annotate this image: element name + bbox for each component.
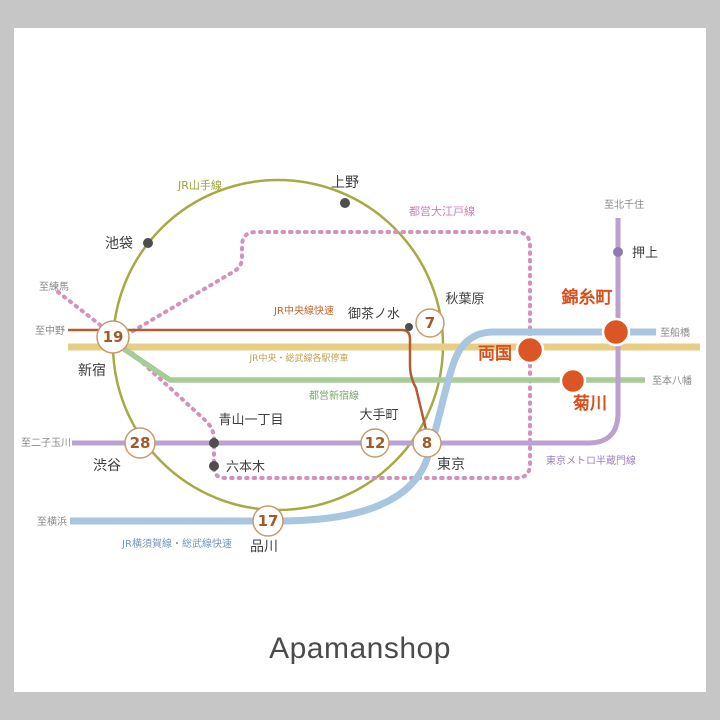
- minutes-badge-otemachi: 12: [365, 434, 386, 452]
- chuo-rapid-line: [68, 328, 429, 435]
- shinjuku-station-label: 新宿: [78, 362, 106, 379]
- direction-label-nakano: 至中野: [35, 324, 65, 337]
- minutes-badge-akihabara: 7: [425, 314, 435, 332]
- ueno-station-dot: [340, 198, 350, 208]
- oedo-line-loop: [119, 230, 532, 480]
- ryogoku-station-marker: [515, 335, 545, 365]
- minutes-badge-shinagawa-circle: [252, 505, 284, 537]
- kinshicho-station-marker: [601, 317, 631, 347]
- kikukawa-station-marker: [559, 367, 587, 395]
- direction-label-funabashi: 至船橋: [660, 326, 690, 339]
- kikukawa-station-label: 菊川: [573, 393, 607, 414]
- akihabara-station-label: 秋葉原: [445, 292, 484, 307]
- ochanomizu-station-dot: [405, 323, 413, 331]
- direction-label-moto-yawata: 至本八幡: [652, 374, 692, 387]
- aoyama-itchome-station-label: 青山一丁目: [218, 413, 283, 428]
- minutes-badge-shibuya-circle: [124, 427, 156, 459]
- brand-logo-text: Apamanshop: [269, 632, 451, 665]
- otemachi-station-label: 大手町: [359, 408, 398, 423]
- oshiage-station-dot: [613, 247, 623, 257]
- oshiage-station-label: 押上: [632, 246, 658, 261]
- kinshicho-station-label: 錦糸町: [562, 287, 613, 308]
- toei-shinjuku-line: [122, 346, 645, 383]
- ikebukuro-station-dot: [143, 238, 153, 248]
- direction-label-futako-tamagawa: 至二子玉川: [21, 437, 71, 449]
- chuo-rapid-line-label: JR中央線快速: [273, 304, 334, 317]
- minutes-badge-otemachi-circle: [360, 428, 390, 458]
- hanzomon-line-label: 東京メトロ半蔵門線: [546, 454, 636, 467]
- minutes-badge-shinagawa: 17: [258, 512, 279, 530]
- yamanote-line-label: JR山手線: [177, 178, 222, 192]
- direction-label-nerima: 至練馬: [39, 280, 69, 293]
- ikebukuro-station-label: 池袋: [105, 236, 133, 252]
- minutes-badge-shibuya: 28: [130, 434, 151, 452]
- minutes-badge-tokyo: 8: [422, 434, 432, 452]
- minutes-badge-shinjuku: 19: [103, 328, 124, 346]
- image-panel: [14, 28, 706, 692]
- yokosuka-sobu-rapid-line-label: JR横須賀線・総武線快速: [121, 537, 232, 550]
- direction-label-kita-senju: 至北千住: [604, 198, 644, 211]
- tokyo-station-label: 東京: [437, 457, 465, 473]
- shibuya-station-label: 渋谷: [93, 458, 121, 474]
- ochanomizu-station-label: 御茶ノ水: [348, 306, 400, 322]
- roppongi-station-dot: [209, 461, 219, 471]
- direction-label-yokohama: 至横浜: [37, 515, 67, 528]
- shinagawa-station-label: 品川: [250, 539, 278, 555]
- minutes-badge-akihabara-circle: [415, 308, 445, 338]
- ueno-station-label: 上野: [331, 175, 359, 191]
- toei-shinjuku-line-label: 都営新宿線: [309, 389, 359, 402]
- yokosuka-sobu-rapid-line: [70, 328, 656, 525]
- oedo-line-branch: [56, 290, 106, 330]
- hanzomon-line: [72, 218, 621, 446]
- sobu-local-line-label: JR中央・総武線各駅停車: [249, 352, 349, 364]
- minutes-badge-shinjuku-circle: [96, 320, 130, 354]
- minutes-badge-tokyo-circle: [412, 428, 442, 458]
- aoyama-itchome-station-dot: [209, 438, 219, 448]
- roppongi-station-label: 六本木: [226, 460, 265, 475]
- oedo-line-label: 都営大江戸線: [409, 204, 475, 218]
- ryogoku-station-label: 両国: [478, 344, 512, 364]
